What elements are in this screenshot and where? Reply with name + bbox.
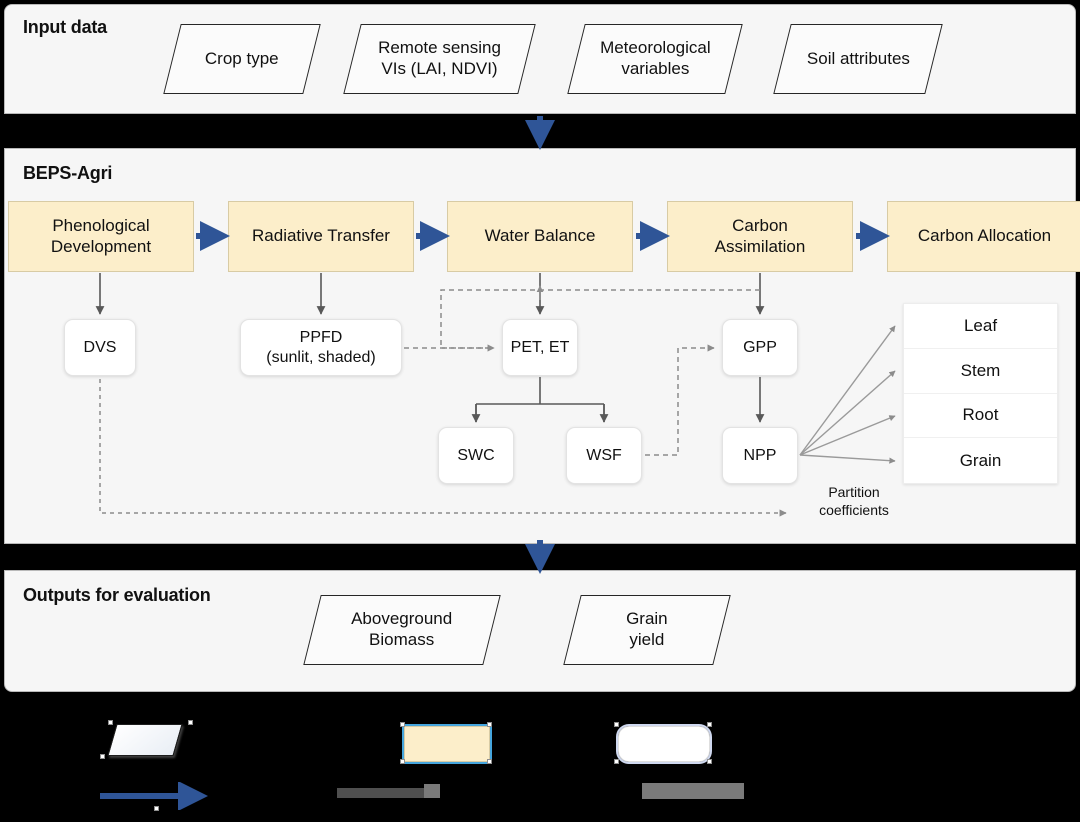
- input-shape-crop-type-label: Crop type: [205, 48, 279, 68]
- legend-label-redaction-dashed-end: [424, 784, 440, 798]
- input-data-title: Input data: [23, 17, 107, 37]
- variable-npp[interactable]: NPP: [722, 427, 798, 484]
- input-shape-remote-sensing[interactable]: Remote sensing VIs (LAI, NDVI): [343, 24, 536, 94]
- partition-target-table: Leaf Stem Root Grain: [903, 303, 1058, 484]
- legend-strip: [0, 692, 1080, 822]
- output-shape-grain-yield-label: Grain yield: [626, 609, 668, 649]
- legend-yellow-module-box-icon: [402, 724, 492, 764]
- module-radiative-transfer[interactable]: Radiative Transfer: [228, 201, 414, 272]
- legend-box-handle-se[interactable]: [487, 759, 492, 764]
- outputs-title: Outputs for evaluation: [23, 585, 211, 605]
- legend-handle-ne[interactable]: [188, 720, 193, 725]
- legend-solid-blue-arrow-icon: [100, 782, 208, 810]
- module-carbon-assimilation[interactable]: Carbon Assimilation: [667, 201, 853, 272]
- input-shape-meteorological-label: Meteorological variables: [599, 38, 711, 78]
- output-shape-aboveground-biomass[interactable]: Aboveground Biomass: [303, 595, 501, 665]
- legend-round-handle-sw[interactable]: [614, 759, 619, 764]
- partition-row-leaf[interactable]: Leaf: [904, 304, 1057, 349]
- legend-rounded-white-box-icon: [616, 724, 712, 764]
- variable-wsf[interactable]: WSF: [566, 427, 642, 484]
- variable-pet-et[interactable]: PET, ET: [502, 319, 578, 376]
- beps-agri-title: BEPS-Agri: [23, 163, 113, 183]
- variable-dvs[interactable]: DVS: [64, 319, 136, 376]
- partition-row-grain[interactable]: Grain: [959, 450, 1002, 470]
- legend-arrow-handle[interactable]: [154, 806, 159, 811]
- input-shape-meteorological[interactable]: Meteorological variables: [567, 24, 743, 94]
- variable-ppfd[interactable]: PPFD (sunlit, shaded): [240, 319, 402, 376]
- legend-parallelogram-icon: [107, 724, 183, 756]
- partition-coefficients-label: Partition coefficients: [819, 484, 889, 518]
- input-shape-soil-attributes[interactable]: Soil attributes: [773, 24, 943, 94]
- input-shape-soil-attributes-label: Soil attributes: [806, 48, 910, 68]
- input-shape-remote-sensing-label: Remote sensing VIs (LAI, NDVI): [378, 38, 501, 78]
- variable-gpp[interactable]: GPP: [722, 319, 798, 376]
- module-water-balance[interactable]: Water Balance: [447, 201, 633, 272]
- partition-row-stem[interactable]: Stem: [904, 349, 1057, 394]
- module-carbon-allocation[interactable]: Carbon Allocation: [887, 201, 1080, 272]
- legend-round-handle-ne[interactable]: [707, 722, 712, 727]
- outputs-panel: Outputs for evaluation: [4, 570, 1076, 692]
- legend-box-handle-nw[interactable]: [400, 722, 405, 727]
- variable-swc[interactable]: SWC: [438, 427, 514, 484]
- legend-box-handle-ne[interactable]: [487, 722, 492, 727]
- legend-round-handle-nw[interactable]: [614, 722, 619, 727]
- partition-row-root[interactable]: Root: [904, 394, 1057, 439]
- module-phenological-development[interactable]: Phenological Development: [8, 201, 194, 272]
- legend-round-handle-se[interactable]: [707, 759, 712, 764]
- legend-handle-sw[interactable]: [100, 754, 105, 759]
- output-shape-aboveground-biomass-label: Aboveground Biomass: [351, 609, 453, 649]
- legend-box-handle-sw[interactable]: [400, 759, 405, 764]
- legend-label-redaction-dashed: [337, 788, 427, 798]
- output-shape-grain-yield[interactable]: Grain yield: [563, 595, 731, 665]
- legend-handle-nw[interactable]: [108, 720, 113, 725]
- input-shape-crop-type[interactable]: Crop type: [163, 24, 321, 94]
- legend-label-redaction-rounded: [642, 783, 744, 799]
